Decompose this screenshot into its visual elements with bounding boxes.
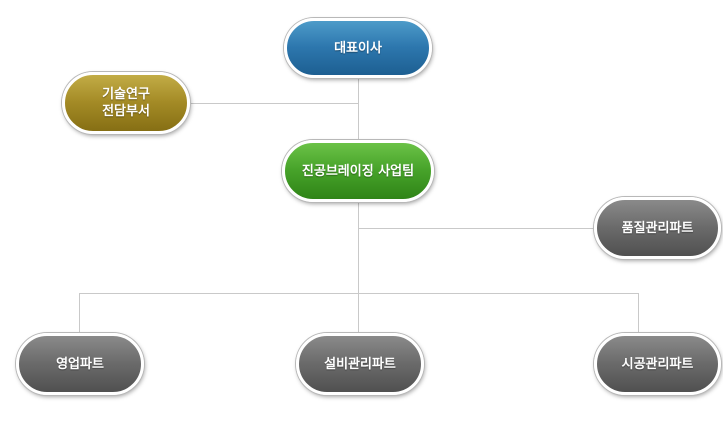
- connector-sales-drop: [79, 293, 80, 333]
- node-quality-label: 품질관리파트: [621, 220, 694, 236]
- node-construction: 시공관리파트: [594, 333, 721, 395]
- connector-parts-horizontal: [79, 293, 638, 294]
- node-equipment: 설비관리파트: [296, 333, 424, 395]
- node-sales-label: 영업파트: [56, 356, 104, 372]
- node-construction-label: 시공관리파트: [621, 356, 694, 372]
- connector-quality-branch: [358, 228, 594, 229]
- connector-ceo-to-team: [358, 76, 359, 140]
- node-rnd: 기술연구 전담부서: [62, 72, 190, 134]
- node-equipment-label: 설비관리파트: [324, 356, 396, 372]
- connector-construction-drop: [638, 293, 639, 333]
- connector-rnd-branch: [190, 103, 358, 104]
- node-quality: 품질관리파트: [594, 197, 721, 259]
- node-ceo: 대표이사: [284, 18, 432, 78]
- connector-team-to-parts: [358, 202, 359, 334]
- node-sales: 영업파트: [16, 333, 144, 395]
- node-ceo-label: 대표이사: [334, 40, 382, 56]
- node-business-team-label: 진공브레이징 사업팀: [301, 163, 415, 179]
- node-business-team: 진공브레이징 사업팀: [282, 140, 434, 202]
- node-rnd-label: 기술연구 전담부서: [102, 87, 150, 119]
